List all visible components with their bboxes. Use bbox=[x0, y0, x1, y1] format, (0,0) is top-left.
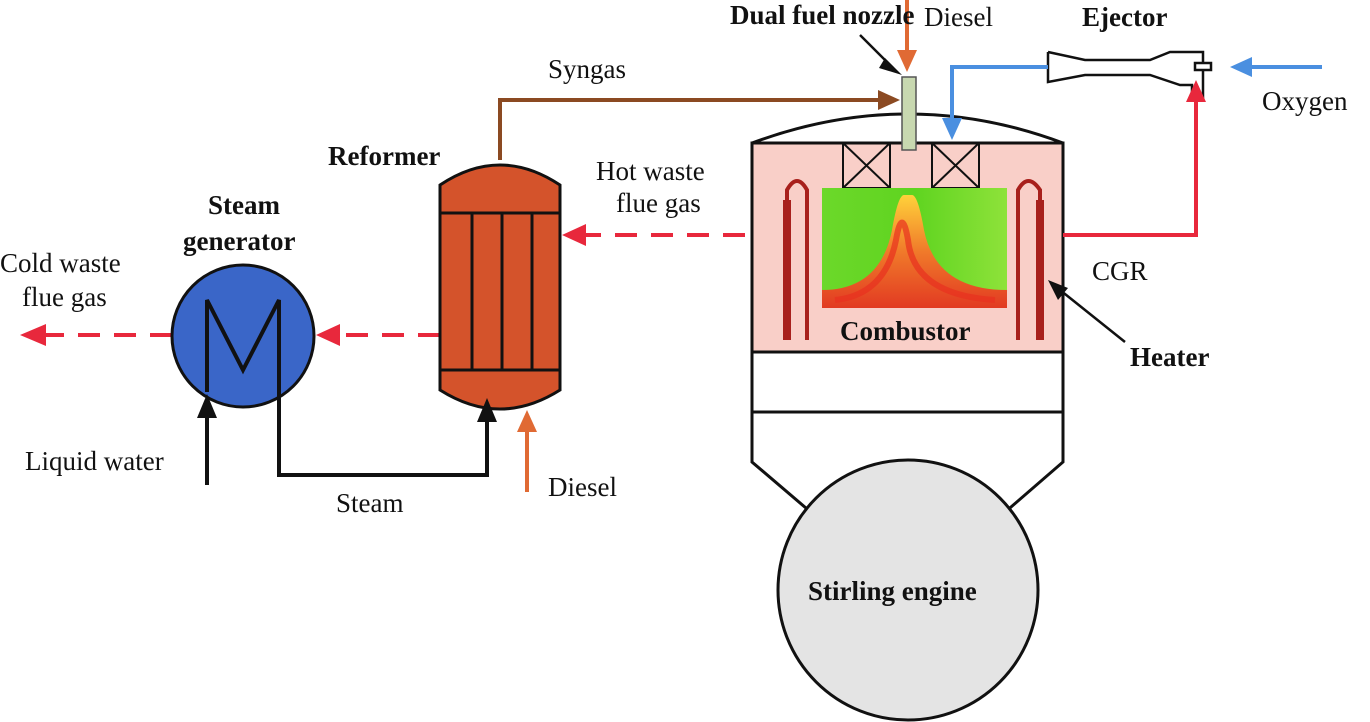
oxygen-arrow bbox=[1230, 57, 1252, 77]
label-stirling-engine: Stirling engine bbox=[808, 576, 977, 606]
label-reformer: Reformer bbox=[328, 141, 440, 171]
ejector bbox=[1046, 50, 1213, 100]
label-diesel-bottom: Diesel bbox=[548, 472, 617, 502]
reformer bbox=[438, 163, 562, 411]
label-steam-generator-2: generator bbox=[183, 226, 295, 256]
label-ejector: Ejector bbox=[1082, 2, 1167, 32]
flow-lines bbox=[20, 0, 1322, 492]
stirling-engine-housing bbox=[750, 350, 1065, 722]
diesel-top-arrow bbox=[897, 50, 917, 72]
steam-generator bbox=[170, 263, 497, 485]
label-hot-waste-1: Hot waste bbox=[596, 156, 705, 186]
combustor bbox=[750, 76, 1065, 354]
liquid-water-arrow bbox=[197, 394, 217, 418]
label-diesel-top: Diesel bbox=[924, 2, 993, 32]
label-heater: Heater bbox=[1130, 342, 1209, 372]
cgr-arrow bbox=[1186, 80, 1206, 102]
label-combustor: Combustor bbox=[840, 316, 971, 346]
stirling-engine bbox=[776, 458, 1040, 722]
label-syngas: Syngas bbox=[548, 54, 626, 84]
label-hot-waste-2: flue gas bbox=[616, 188, 701, 218]
label-cold-waste-2: flue gas bbox=[22, 282, 107, 312]
heater-tubes bbox=[783, 179, 1044, 340]
label-cold-waste-1: Cold waste bbox=[0, 248, 121, 278]
dual-fuel-nozzle bbox=[901, 76, 917, 151]
label-dual-fuel-nozzle: Dual fuel nozzle bbox=[730, 0, 914, 30]
label-oxygen: Oxygen bbox=[1262, 86, 1348, 116]
label-cgr: CGR bbox=[1092, 256, 1148, 286]
label-steam-generator-1: Steam bbox=[208, 190, 280, 220]
diesel-bottom-arrow bbox=[517, 410, 537, 432]
label-steam: Steam bbox=[336, 488, 404, 518]
label-liquid-water: Liquid water bbox=[25, 446, 164, 476]
